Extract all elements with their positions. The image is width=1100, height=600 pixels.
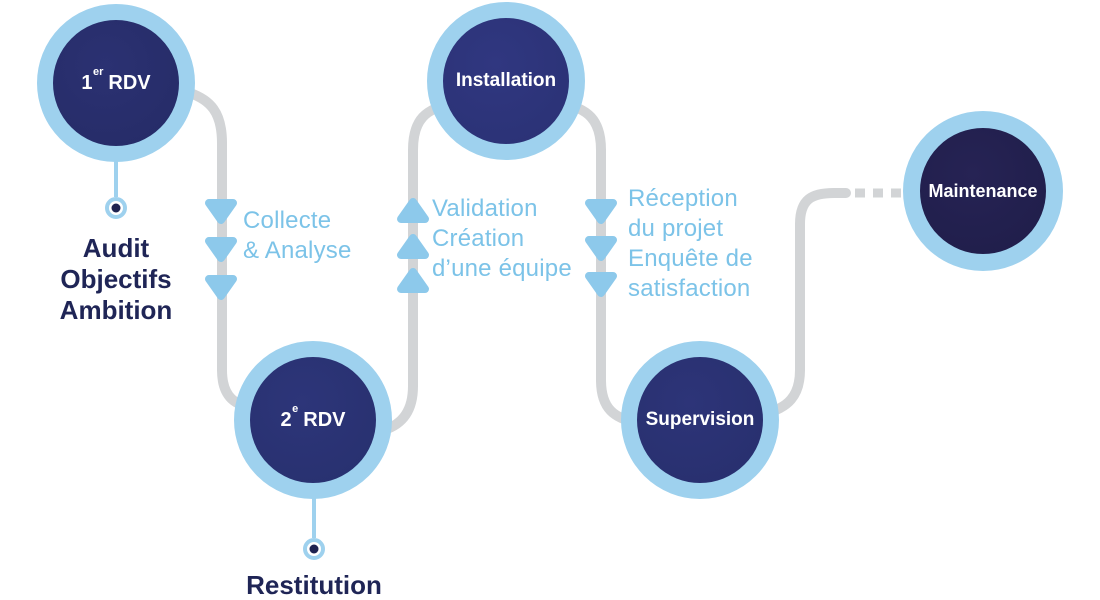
chevron-down-icon [205, 199, 237, 224]
node-maintenance: Maintenance [903, 111, 1063, 271]
chevrons-down-collecte [205, 199, 237, 300]
milestone-line: Restitution [246, 570, 382, 600]
chevron-down-icon [205, 237, 237, 262]
step-label-reception-enquete: Réception du projet Enquête de satisfact… [628, 184, 753, 304]
node-supervision: Supervision [621, 341, 779, 499]
chevron-up-icon [397, 234, 429, 259]
node-label: 1er RDV [81, 66, 151, 94]
step-line: Enquête de [628, 245, 753, 272]
node-label: Supervision [645, 409, 755, 430]
step-line: & Analyse [243, 237, 352, 264]
node-installation: Installation [427, 2, 585, 160]
milestone-label-restitution: Restitution [224, 570, 404, 600]
milestone-dot-center [309, 544, 319, 554]
chevron-down-icon [585, 272, 617, 297]
milestone-marker-audit [105, 155, 127, 219]
milestone-marker-restitution [303, 492, 325, 560]
chevrons-down-reception [585, 199, 617, 297]
step-line: Validation [432, 195, 538, 222]
milestone-label-audit: Audit Objectifs Ambition [26, 233, 206, 326]
node-label: Maintenance [928, 180, 1038, 201]
milestone-dot-center [111, 203, 121, 213]
milestone-line: Ambition [59, 295, 173, 325]
node-label: Installation [455, 70, 557, 91]
chevrons-up-validation [397, 198, 429, 293]
step-label-validation-creation: Validation Création d’une équipe [432, 194, 572, 284]
node-label: 2e RDV [280, 403, 346, 431]
step-line: Réception [628, 185, 738, 212]
node-2e-rdv: 2e RDV [234, 341, 392, 499]
milestone-line: Objectifs [60, 264, 172, 294]
step-line: satisfaction [628, 275, 751, 302]
step-line: Création [432, 225, 525, 252]
connector-supervision-to-maintenance [759, 188, 851, 419]
chevron-down-icon [585, 199, 617, 224]
chevron-down-icon [585, 236, 617, 261]
chevron-down-icon [205, 275, 237, 300]
step-line: d’une équipe [432, 255, 572, 282]
step-line: du projet [628, 215, 724, 242]
milestone-line: Audit [82, 233, 150, 263]
step-line: Collecte [243, 207, 332, 234]
chevron-up-icon [397, 268, 429, 293]
chevron-up-icon [397, 198, 429, 223]
step-label-collecte-analyse: Collecte & Analyse [243, 206, 352, 266]
node-1er-rdv: 1er RDV [37, 4, 195, 162]
connector-installation-to-supervision [555, 98, 647, 429]
